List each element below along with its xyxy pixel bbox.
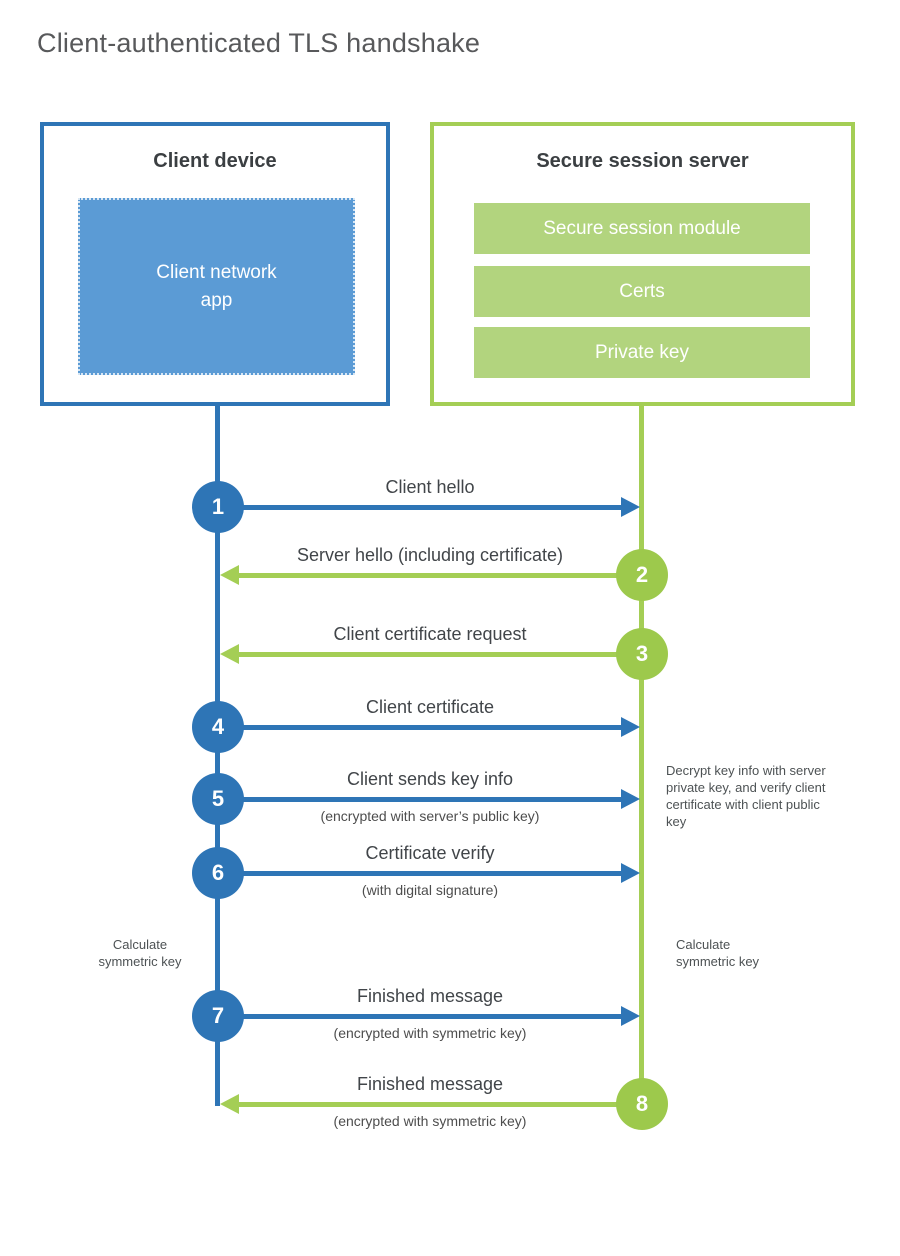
message-arrow-shaft <box>218 725 624 730</box>
message-sublabel: (encrypted with symmetric key) <box>333 1113 527 1129</box>
message-label: Finished message <box>356 986 504 1006</box>
arrow-left-icon <box>220 1094 239 1114</box>
server-lifeline <box>639 404 644 1106</box>
client-lifeline <box>215 404 220 1106</box>
page-title: Client-authenticated TLS handshake <box>37 28 481 58</box>
message-label: Client hello <box>385 477 475 497</box>
message-label: Client sends key info <box>346 769 514 789</box>
message-arrow-shaft <box>218 1014 624 1019</box>
arrow-left-icon <box>220 644 239 664</box>
message-arrow-shaft <box>218 871 624 876</box>
message-arrow-shaft <box>218 505 624 510</box>
arrow-right-icon <box>621 717 640 737</box>
step-circle-2: 2 <box>616 549 668 601</box>
client-calculate-symmetric-key-note: Calculate symmetric key <box>98 937 182 969</box>
client-network-app-box: Client network app <box>78 198 355 375</box>
message-sublabel: (with digital signature) <box>361 882 499 898</box>
message-sublabel: (encrypted with symmetric key) <box>333 1025 527 1041</box>
server-module-secure-session: Secure session module <box>474 203 810 254</box>
message-arrow-shaft <box>236 573 642 578</box>
arrow-right-icon <box>621 1006 640 1026</box>
step-circle-1: 1 <box>192 481 244 533</box>
server-decrypt-note: Decrypt key info with server private key… <box>666 763 826 829</box>
server-module-private-key: Private key <box>474 327 810 378</box>
message-label: Finished message <box>356 1074 504 1094</box>
message-sublabel: (encrypted with server’s public key) <box>320 808 540 824</box>
message-arrow-shaft <box>218 797 624 802</box>
step-circle-7: 7 <box>192 990 244 1042</box>
server-module-certs: Certs <box>474 266 810 317</box>
server-calculate-symmetric-key-note: Calculate symmetric key <box>676 937 760 969</box>
secure-session-server-box: Secure session server Secure session mod… <box>430 122 855 406</box>
step-circle-6: 6 <box>192 847 244 899</box>
client-device-box: Client device Client network app <box>40 122 390 406</box>
arrow-right-icon <box>621 497 640 517</box>
client-device-title: Client device <box>153 150 277 172</box>
message-label: Server hello (including certificate) <box>296 545 564 565</box>
secure-session-server-title: Secure session server <box>536 150 749 172</box>
step-circle-3: 3 <box>616 628 668 680</box>
message-label: Client certificate request <box>333 624 527 644</box>
arrow-right-icon <box>621 789 640 809</box>
step-circle-8: 8 <box>616 1078 668 1130</box>
message-arrow-shaft <box>236 652 642 657</box>
arrow-left-icon <box>220 565 239 585</box>
step-circle-4: 4 <box>192 701 244 753</box>
step-circle-5: 5 <box>192 773 244 825</box>
message-label: Certificate verify <box>365 843 495 863</box>
message-arrow-shaft <box>236 1102 642 1107</box>
message-label: Client certificate <box>365 697 495 717</box>
arrow-right-icon <box>621 863 640 883</box>
